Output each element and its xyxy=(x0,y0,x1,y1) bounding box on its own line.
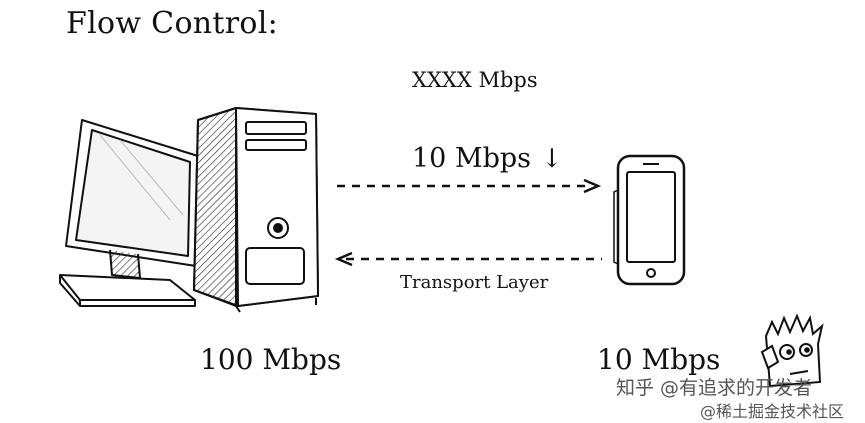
computer-rate-label: 100 Mbps xyxy=(200,343,342,376)
watermark-juejin: @稀土掘金技术社区 xyxy=(700,402,845,421)
watermark-zhihu: 知乎 @有追求的开发者 xyxy=(616,377,813,399)
cartoon-face-icon xyxy=(760,313,824,388)
forward-arrow xyxy=(337,178,602,194)
desktop-computer-icon xyxy=(59,107,319,313)
smartphone-icon xyxy=(613,154,686,286)
down-arrow-icon: ↓ xyxy=(541,144,563,174)
transport-layer-label: Transport Layer xyxy=(400,272,549,293)
diagram-title: Flow Control: xyxy=(66,6,279,41)
phone-rate-label: 10 Mbps xyxy=(597,343,721,376)
forward-rate-label: 10 Mbps ↓ xyxy=(412,143,563,174)
return-arrow xyxy=(334,251,602,267)
forward-rate-value: 10 Mbps xyxy=(412,143,532,174)
advertised-rate-label: XXXX Mbps xyxy=(412,68,538,92)
